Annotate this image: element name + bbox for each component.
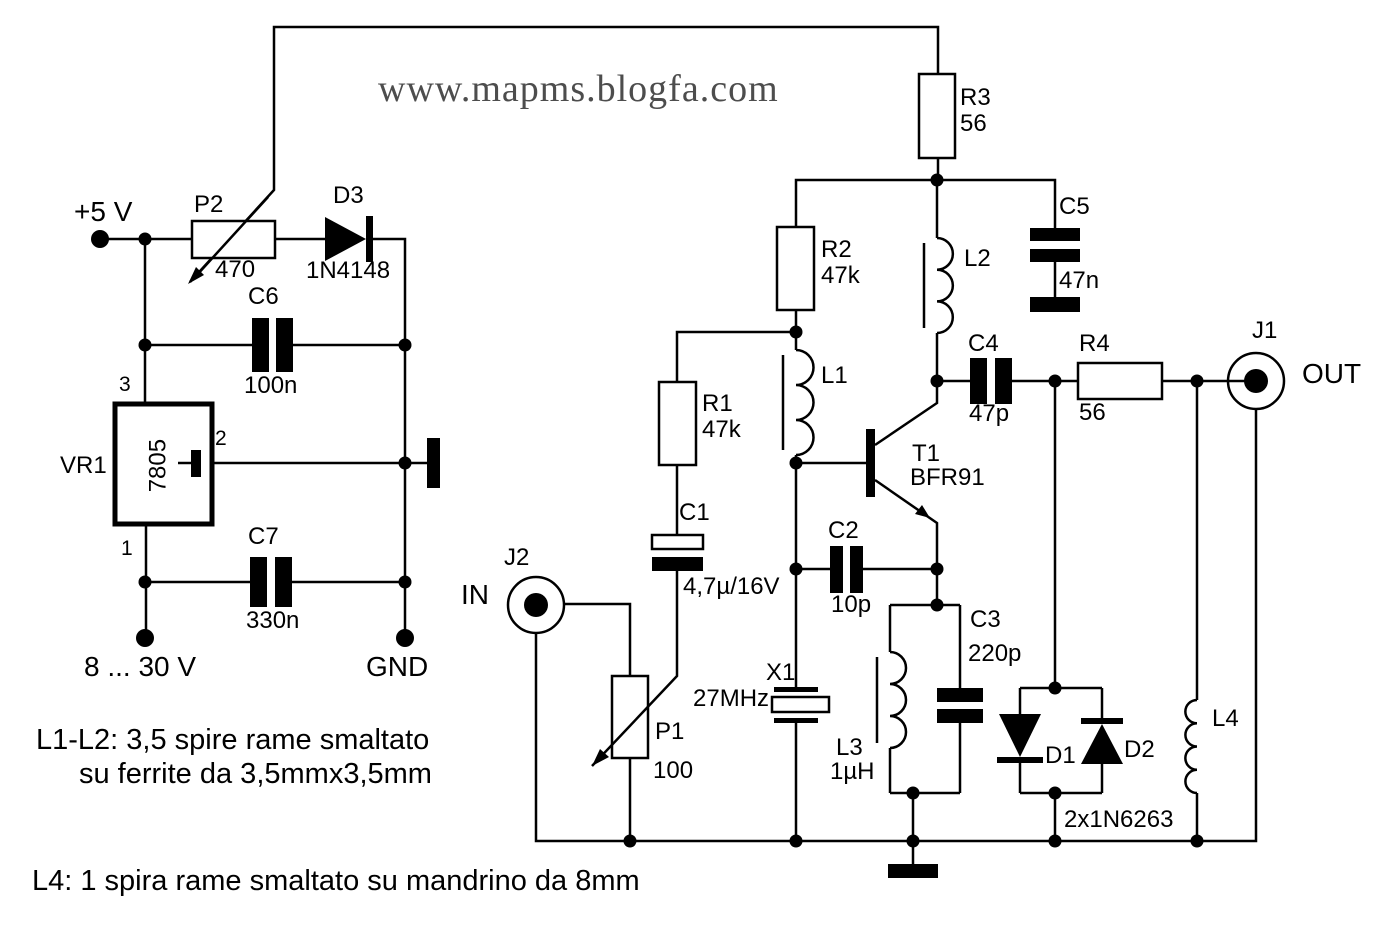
label-L1-ref: L1	[821, 362, 848, 389]
label-J2-ref: J2	[504, 544, 530, 571]
label-J2-port: IN	[461, 579, 489, 610]
capacitor-C6-symbol	[252, 318, 293, 372]
label-C7-ref: C7	[248, 523, 279, 550]
capacitor-C1-symbol	[650, 533, 705, 571]
inductor-L2-symbol	[922, 236, 955, 335]
inductor-L3-symbol	[875, 650, 908, 750]
label-VR1-value: 7805	[144, 438, 172, 493]
resistor-R3-symbol	[917, 72, 957, 160]
label-R1-value: 47k	[702, 416, 741, 443]
terminal-dots	[91, 230, 414, 647]
note-l4: L4: 1 spira rame smaltato su mandrino da…	[32, 865, 640, 897]
label-C3-value: 220p	[968, 640, 1022, 667]
label-D2-ref: D2	[1124, 736, 1155, 763]
regulator-VR1-symbol	[112, 401, 215, 527]
wires	[100, 25, 1258, 864]
potentiometer-P1-symbol	[592, 674, 650, 766]
potentiometer-P2-symbol	[188, 196, 277, 284]
label-X1-ref: X1	[766, 659, 796, 686]
label-T1-value: BFR91	[910, 464, 985, 491]
label-L3-value: 1µH	[830, 758, 875, 785]
crystal-X1-symbol	[770, 687, 831, 723]
label-R1-ref: R1	[702, 390, 733, 417]
label-R3-value: 56	[960, 110, 987, 137]
label-R2-value: 47k	[821, 262, 860, 289]
label-C2-value: 10p	[831, 591, 872, 618]
label-L2-ref: L2	[964, 245, 991, 272]
label-R4-value: 56	[1079, 399, 1106, 426]
inductor-L1-symbol	[781, 348, 815, 457]
label-VR1-pin1: 1	[121, 537, 133, 560]
note-coils-line2: su ferrite da 3,5mmx3,5mm	[79, 758, 432, 790]
label-diode-pair-value: 2x1N6263	[1064, 806, 1174, 833]
label-T1-ref: T1	[912, 440, 941, 467]
label-J1-ref: J1	[1252, 317, 1278, 344]
label-X1-value: 27MHz	[693, 685, 770, 712]
label-VR1-ref: VR1	[60, 452, 107, 479]
label-R4-ref: R4	[1079, 330, 1110, 357]
label-C4-ref: C4	[968, 330, 999, 357]
label-P1-ref: P1	[655, 718, 685, 745]
note-coils-line1: L1-L2: 3,5 spire rame smaltato	[36, 724, 430, 756]
diode-D1-symbol	[997, 714, 1043, 763]
resistor-R1-symbol	[657, 380, 698, 467]
vcc-terminal-label: +5 V	[74, 196, 133, 227]
label-L4-ref: L4	[1212, 705, 1239, 732]
label-P1-value: 100	[653, 757, 694, 784]
resistor-R2-symbol	[775, 225, 816, 312]
label-D3-value: 1N4148	[306, 257, 391, 284]
diode-D3-symbol	[325, 216, 373, 262]
label-VR1-pin2: 2	[215, 427, 227, 450]
label-R2-ref: R2	[821, 236, 852, 263]
label-P2-ref: P2	[194, 191, 224, 218]
label-C3-ref: C3	[970, 606, 1001, 633]
inductor-L4-symbol	[1184, 698, 1198, 795]
chassis-ground-icon	[427, 438, 440, 488]
label-C1-ref: C1	[679, 499, 710, 526]
label-C1-value: 4,7µ/16V	[683, 573, 780, 600]
watermark-text: www.mapms.blogfa.com	[378, 68, 779, 110]
transistor-T1-symbol	[866, 381, 939, 569]
label-C5-value: 47n	[1059, 267, 1100, 294]
connector-J1-symbol	[1226, 351, 1286, 411]
label-J1-port: OUT	[1302, 358, 1362, 389]
label-C7-value: 330n	[246, 607, 300, 634]
label-D3-ref: D3	[333, 182, 364, 209]
label-C6-value: 100n	[244, 372, 298, 399]
junction-dots	[138, 173, 1204, 848]
connector-J2-symbol	[506, 575, 566, 635]
gnd-terminal-label: GND	[366, 651, 429, 682]
label-C6-ref: C6	[248, 283, 279, 310]
capacitor-C5-symbol	[1030, 228, 1080, 262]
chassis-ground-icon	[1030, 297, 1080, 312]
label-D1-ref: D1	[1045, 742, 1076, 769]
capacitor-C2-symbol	[830, 546, 863, 593]
label-L3-ref: L3	[836, 734, 863, 761]
label-C2-ref: C2	[828, 517, 859, 544]
label-C5-ref: C5	[1059, 193, 1090, 220]
label-P2-value: 470	[215, 256, 256, 283]
resistor-R4-symbol	[1076, 361, 1164, 401]
capacitor-C7-symbol	[250, 557, 292, 607]
chassis-ground-icon	[888, 864, 938, 878]
vin-terminal-label: 8 ... 30 V	[84, 651, 197, 682]
capacitor-C4-symbol	[970, 358, 1012, 404]
diode-D2-symbol	[1081, 718, 1123, 764]
label-C4-value: 47p	[969, 400, 1010, 427]
capacitor-C3-symbol	[937, 688, 983, 723]
label-R3-ref: R3	[960, 84, 991, 111]
label-VR1-pin3: 3	[119, 373, 131, 396]
